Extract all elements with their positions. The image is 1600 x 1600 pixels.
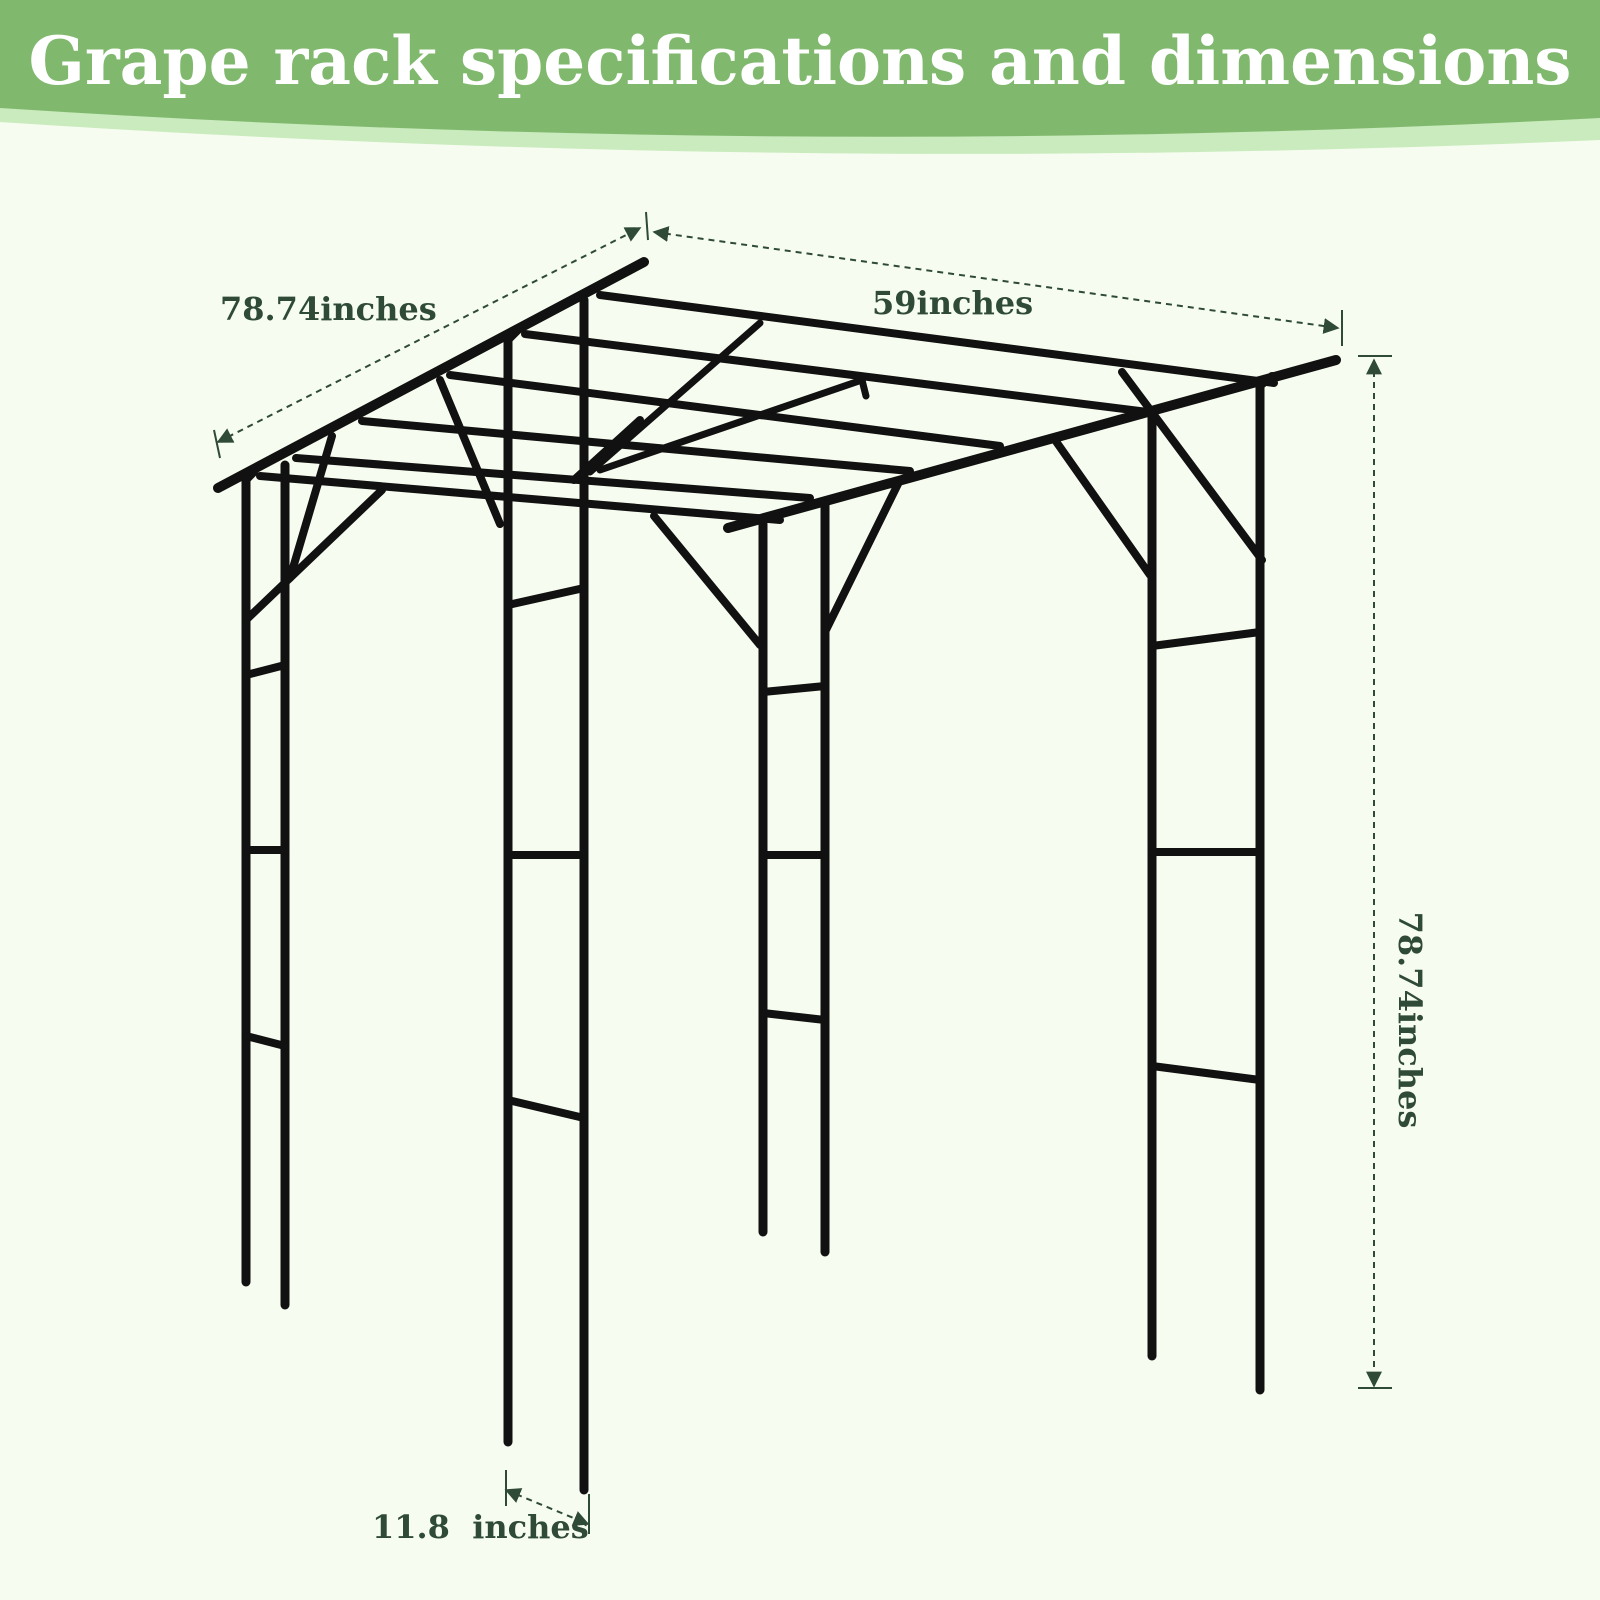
- dimension-lines: [213, 211, 1392, 1534]
- width-label: 59inches: [872, 284, 1034, 322]
- header-banner: [0, 0, 1600, 154]
- depth-label: 78.74inches: [220, 290, 437, 328]
- height-label: 78.74inches: [1391, 911, 1429, 1129]
- page-title: Grape rack specifications and dimensions: [28, 22, 1572, 100]
- post-gap-label: 11.8 inches: [372, 1508, 589, 1546]
- width-dimension-line: [652, 226, 1340, 334]
- rack-frame: [213, 257, 1341, 1495]
- depth-dimension-line: [216, 227, 642, 443]
- post-gap-dimension-line: [504, 1488, 590, 1526]
